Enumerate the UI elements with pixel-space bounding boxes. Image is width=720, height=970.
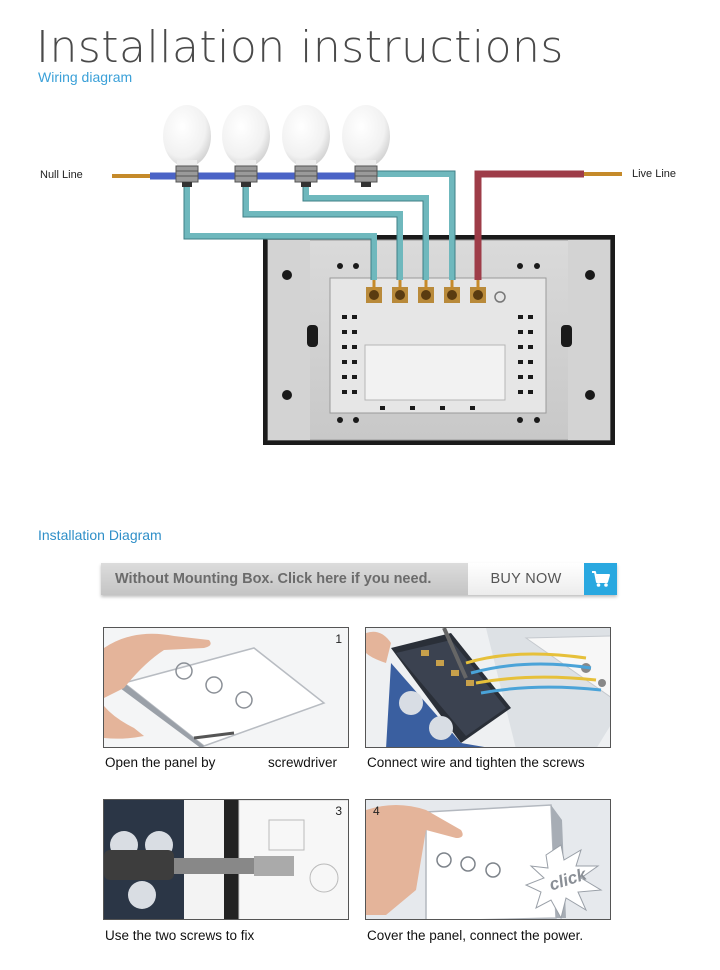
step-3-caption: Use the two screws to fix — [105, 928, 255, 943]
live-wire — [474, 170, 622, 280]
step-1-caption-right: screwdriver — [268, 755, 338, 770]
step-4-image: 4 click — [365, 799, 611, 920]
wiring-diagram-heading: Wiring diagram — [38, 69, 133, 85]
banner-text[interactable]: Without Mounting Box. Click here if you … — [101, 563, 468, 595]
light-bulb-4 — [342, 105, 390, 187]
installation-diagram-heading: Installation Diagram — [38, 527, 162, 543]
null-line-label: Null Line — [40, 169, 83, 181]
buy-mounting-box-banner[interactable]: Without Mounting Box. Click here if you … — [101, 563, 617, 595]
cart-icon[interactable] — [584, 563, 617, 595]
buy-now-button[interactable]: BUY NOW — [468, 563, 584, 595]
step-2-image — [365, 627, 611, 748]
light-bulb-1 — [163, 105, 211, 187]
page-title: Installation instructions — [36, 22, 564, 73]
step-2-caption: Connect wire and tighten the screws — [367, 755, 585, 770]
step-4-number: 4 — [373, 804, 380, 818]
step-1-number: 1 — [335, 632, 342, 646]
step-4-caption: Cover the panel, connect the power. — [367, 928, 584, 943]
step-3-image: 3 — [103, 799, 349, 920]
light-bulb-3 — [282, 105, 330, 187]
load-wires — [184, 171, 455, 280]
wiring-illustration — [112, 105, 622, 445]
step-1-caption-left: Open the panel by — [105, 755, 216, 770]
live-line-label: Live Line — [632, 168, 677, 180]
wiring-diagram: Null Line Live Line — [0, 90, 720, 450]
light-bulbs — [163, 105, 390, 187]
step-1-image: 1 — [103, 627, 349, 748]
load-wires-outline — [183, 170, 456, 280]
light-bulb-2 — [222, 105, 270, 187]
switch-back-plate — [263, 235, 615, 445]
step-3-number: 3 — [335, 804, 342, 818]
